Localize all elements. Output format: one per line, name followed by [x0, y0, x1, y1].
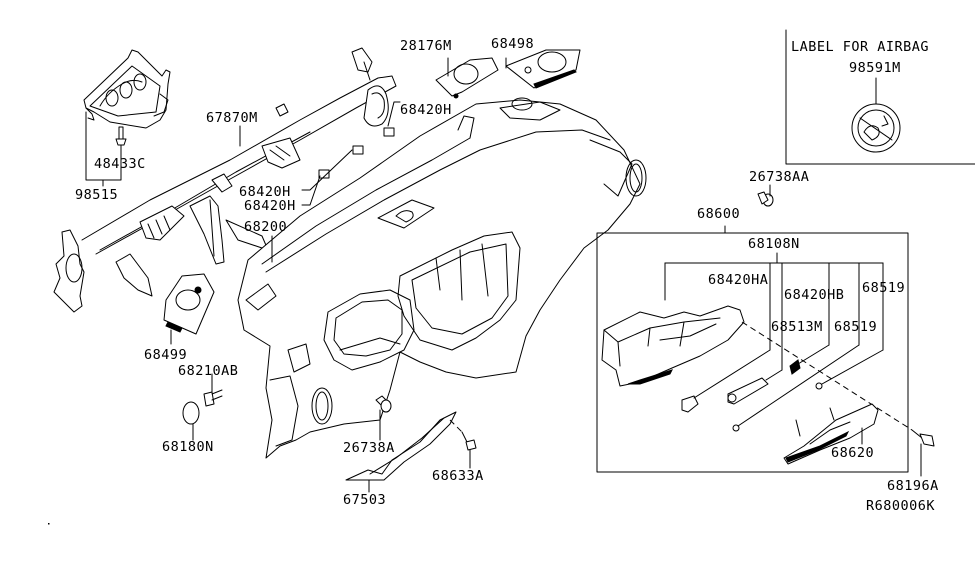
part-label-68200[interactable]: 68200 [244, 219, 288, 235]
part-label-68420H-b[interactable]: 68420H [244, 198, 296, 214]
part-26738AA-lamp [757, 191, 774, 207]
diagram-reference-code: R680006K [866, 498, 936, 514]
part-label-48433C[interactable]: 48433C [94, 156, 146, 172]
stray-dot [48, 523, 50, 525]
part-68420HB-catch [789, 359, 801, 375]
part-28176M-cover [435, 57, 499, 99]
part-label-68498[interactable]: 68498 [491, 36, 535, 52]
glovebox-assembly-box [596, 225, 909, 473]
part-label-68210AB[interactable]: 68210AB [178, 363, 239, 379]
part-label-26738AA[interactable]: 26738AA [749, 169, 810, 185]
part-68513M-damper [727, 377, 769, 405]
part-68180N-cap [182, 401, 200, 425]
part-label-98515[interactable]: 98515 [75, 187, 119, 203]
part-68420H-clips [318, 127, 395, 179]
part-label-28176M[interactable]: 28176M [400, 38, 452, 54]
part-label-68519-b[interactable]: 68519 [834, 319, 878, 335]
part-68519-pin-b [815, 382, 823, 390]
part-label-68513M[interactable]: 68513M [771, 319, 823, 335]
airbag-warning-label-icon [851, 103, 901, 153]
part-68499-cover [163, 273, 215, 335]
part-26738A-lamp [375, 395, 392, 413]
part-68633A-screw [461, 431, 477, 451]
part-label-68420HA[interactable]: 68420HA [708, 272, 769, 288]
part-label-98591M[interactable]: 98591M [849, 60, 901, 76]
leader-68519-a [737, 344, 860, 427]
part-label-68420H-a[interactable]: 68420H [239, 184, 291, 200]
airbag-label-title: LABEL FOR AIRBAG [791, 39, 930, 55]
part-67870M-steering-member [53, 47, 397, 313]
part-label-67870M[interactable]: 67870M [206, 110, 258, 126]
part-label-68108N[interactable]: 68108N [748, 236, 800, 252]
leader-68420HA [693, 349, 771, 399]
airbag-label-box [785, 29, 975, 165]
part-label-26738A[interactable]: 26738A [343, 440, 395, 456]
part-98515-unit [83, 49, 171, 129]
alignment-dashed-line [741, 321, 913, 431]
part-68620-glovebox-lid [783, 403, 879, 465]
leader-68420HB [797, 344, 830, 365]
leader-dashed-68633A [449, 419, 463, 433]
part-label-68620[interactable]: 68620 [831, 445, 875, 461]
part-68210AB-bolt [203, 389, 223, 407]
part-67503-lower-cover [345, 411, 457, 481]
part-48433C-bolt [115, 126, 127, 146]
part-label-68499[interactable]: 68499 [144, 347, 188, 363]
part-68498-cover [505, 49, 581, 89]
part-68108N-glovebox-body [601, 305, 745, 387]
part-68200-instrument-panel [237, 97, 647, 459]
part-68420HA-striker [681, 395, 699, 413]
part-label-68180N[interactable]: 68180N [162, 439, 214, 455]
leader-68420H-top [387, 101, 401, 127]
part-label-68519-a[interactable]: 68519 [862, 280, 906, 296]
leader-68420H-b [301, 175, 321, 206]
part-label-68196A[interactable]: 68196A [887, 478, 939, 494]
part-label-68633A[interactable]: 68633A [432, 468, 484, 484]
leader-68513M [765, 369, 783, 381]
part-label-68420H-top[interactable]: 68420H [400, 102, 452, 118]
part-label-68420HB[interactable]: 68420HB [784, 287, 845, 303]
leader-68519-b [821, 349, 884, 385]
part-label-68600[interactable]: 68600 [697, 206, 741, 222]
part-68196A-screw [911, 429, 935, 447]
part-label-67503[interactable]: 67503 [343, 492, 387, 508]
leader-68420H-a [301, 149, 353, 191]
part-68519-pin-a [732, 424, 740, 432]
